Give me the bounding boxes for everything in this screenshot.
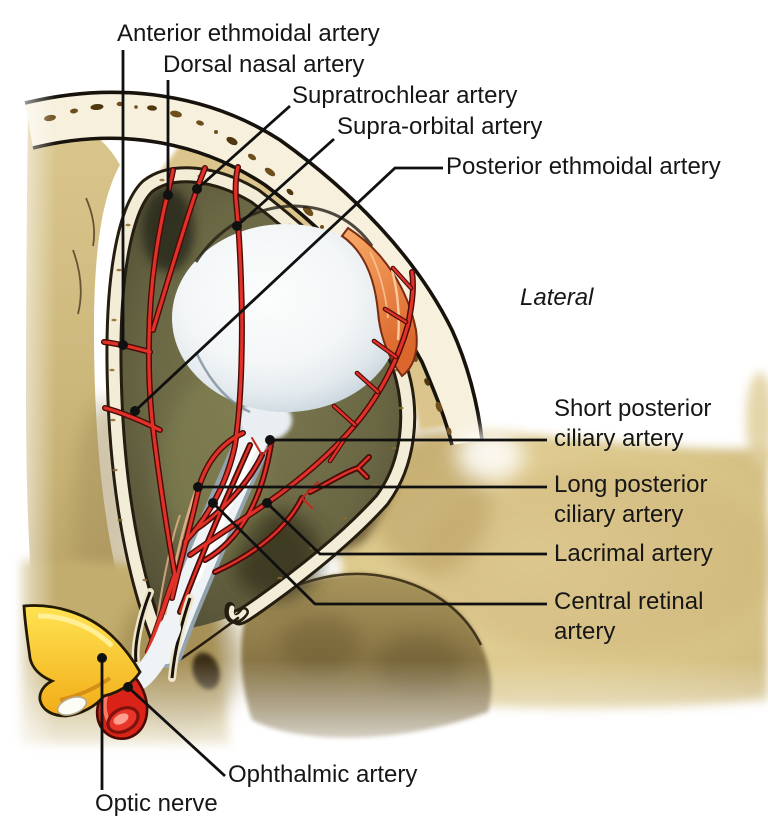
label-long-posterior-ciliary-artery: Long posterior ciliary artery: [554, 470, 707, 530]
leader-supratrochlear: [196, 104, 291, 191]
leader-lines: [100, 50, 547, 790]
label-line: artery: [554, 618, 616, 645]
leader-central-retinal: [212, 502, 547, 606]
label-dorsal-nasal-artery: Dorsal nasal artery: [163, 51, 365, 78]
leader-ophthalmic: [127, 685, 226, 778]
label-line: Long posterior: [554, 471, 708, 498]
label-lacrimal-artery: Lacrimal artery: [554, 540, 713, 567]
label-line: ciliary artery: [554, 501, 684, 528]
label-line: Central retinal: [554, 588, 704, 615]
label-line: Short posterior: [554, 395, 712, 422]
label-anterior-ethmoidal-artery: Anterior ethmoidal artery: [117, 20, 380, 47]
leader-dots: [97, 184, 275, 692]
bone-crease-lines: [72, 197, 96, 315]
label-posterior-ethmoidal-artery: Posterior ethmoidal artery: [446, 153, 721, 180]
leader-lacrimal: [266, 501, 547, 556]
eyeball: [172, 224, 400, 412]
label-line: ciliary artery: [554, 425, 684, 452]
leader-supraorbital: [236, 137, 335, 228]
label-short-posterior-ciliary-artery: Short posterior ciliary artery: [554, 394, 711, 454]
optic-nerve-yellow: [22, 604, 142, 718]
leader-posterior-ethmoidal: [134, 166, 443, 413]
label-central-retinal-artery: Central retinal artery: [554, 587, 703, 647]
label-optic-nerve: Optic nerve: [95, 790, 218, 817]
label-supra-orbital-artery: Supra-orbital artery: [337, 113, 543, 140]
optic-canal-region: [22, 588, 194, 740]
label-ophthalmic-artery: Ophthalmic artery: [228, 761, 418, 788]
label-supratrochlear-artery: Supratrochlear artery: [292, 82, 518, 109]
label-lateral-orientation: Lateral: [520, 284, 594, 311]
